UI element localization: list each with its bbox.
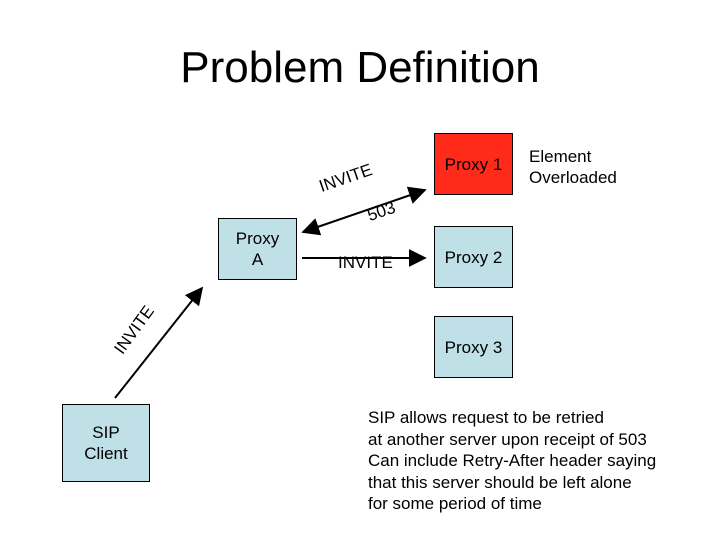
note-line: that this server should be left alone: [368, 472, 632, 492]
sip-client-label-line2: Client: [84, 444, 128, 463]
retry-explanation-note: SIP allows request to be retried at anot…: [368, 407, 698, 515]
note-line: SIP allows request to be retried: [368, 408, 604, 427]
note-line: at another server upon receipt of 503: [368, 429, 647, 449]
proxy-a-label-line1: Proxy: [235, 229, 280, 248]
proxy-a-label-line2: A: [251, 250, 264, 269]
proxy-1-label: Proxy 1: [444, 154, 503, 174]
element-overloaded-label: Element Overloaded: [529, 147, 617, 187]
invite-to-proxy-2-label: INVITE: [338, 253, 393, 272]
proxy-2-label: Proxy 2: [444, 247, 503, 267]
arrow-invite-503-to-proxy-1: [301, 186, 427, 236]
note-line: for some period of time: [368, 494, 542, 513]
proxy-1-box: Proxy 1: [434, 133, 513, 195]
arrow-invite-from-client: [114, 286, 204, 399]
proxy-3-box: Proxy 3: [434, 316, 513, 378]
page-title: Problem Definition: [180, 43, 540, 92]
sip-client-box: SIP Client: [62, 404, 150, 482]
sip-client-label-line1: SIP: [92, 423, 120, 442]
proxy-3-label: Proxy 3: [444, 337, 503, 357]
note-line: Can include Retry-After header saying: [368, 451, 657, 470]
proxy-2-box: Proxy 2: [434, 226, 513, 288]
